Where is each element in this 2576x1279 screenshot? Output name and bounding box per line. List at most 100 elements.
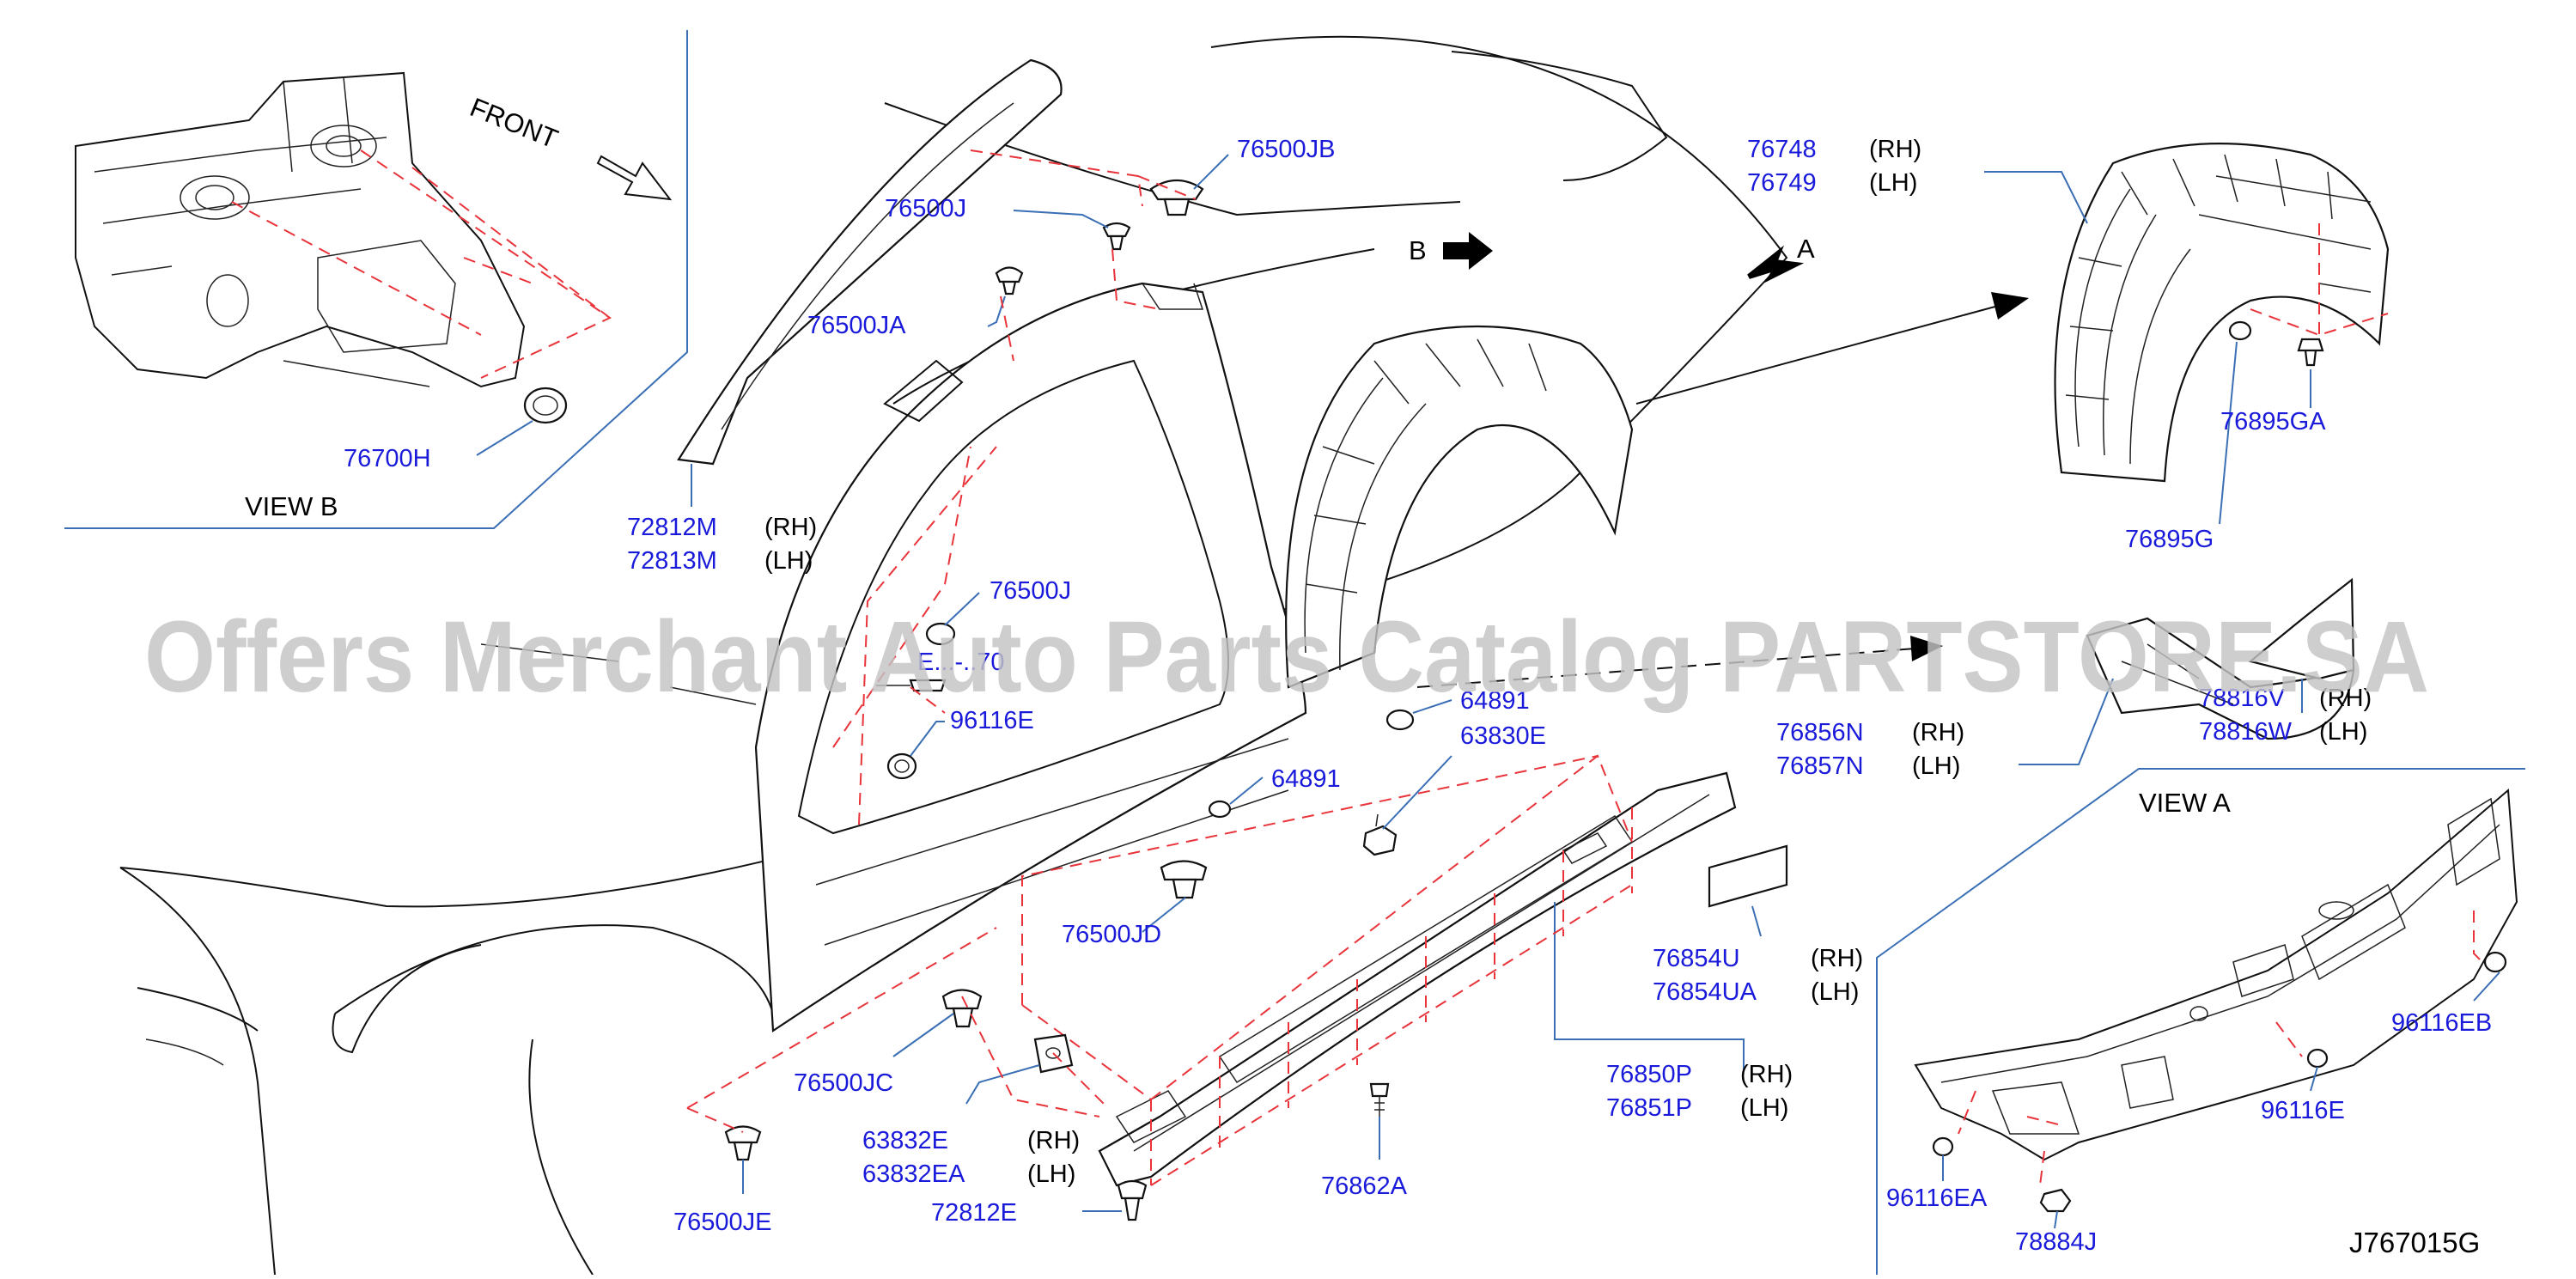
callout-96116e: 96116E <box>950 707 1034 734</box>
callout-76856n-side: (RH) <box>1912 719 1964 746</box>
view-b-label: VIEW B <box>245 491 338 521</box>
callout-96116e-view-a: 96116E <box>2261 1097 2345 1124</box>
view-a-inset: VIEW A <box>1876 768 2525 1275</box>
callout-63832ea-side: (LH) <box>1027 1160 1075 1188</box>
nut-63830e <box>1362 755 1452 856</box>
callout-63832ea: 63832EA <box>862 1160 965 1188</box>
callout-partial-e70: E...-..70 <box>917 649 1005 676</box>
front-label: FRONT <box>466 92 562 154</box>
callout-78816v: 78816V <box>2199 685 2286 712</box>
door-opening-frame <box>754 282 1307 1032</box>
callout-labels: 76700H 72812M (RH) 72813M (LH) 76500J 76… <box>344 136 2492 1258</box>
watermark: Offers Merchant Auto Parts Catalog PARTS… <box>144 600 2429 714</box>
wheel-arch-liner-detail <box>2054 143 2390 483</box>
diagram-reference: J767015G <box>2349 1227 2480 1258</box>
grommet-96116e <box>886 721 945 780</box>
callout-76500je: 76500JE <box>673 1209 772 1236</box>
clip-76895g <box>2219 320 2252 525</box>
callout-76748-side: (RH) <box>1869 136 1921 163</box>
wheel-arch-liner-main <box>1285 325 1634 689</box>
callout-76854u-side: (RH) <box>1811 945 1863 972</box>
callout-76500ja: 76500JA <box>807 312 906 339</box>
mud-guard-flap-78816v <box>2248 577 2355 680</box>
callout-78816w: 78816W <box>2199 718 2293 746</box>
view-a-rear-panel <box>1914 788 2518 1161</box>
clip-76500je <box>724 1125 762 1194</box>
callout-76500jb: 76500JB <box>1237 136 1336 163</box>
callout-76854ua: 76854UA <box>1653 978 1757 1006</box>
view-a-arrow-icon <box>1747 245 1805 283</box>
callout-76857n: 76857N <box>1776 752 1864 780</box>
callout-76500j-lower: 76500J <box>990 577 1071 605</box>
callout-63830e: 63830E <box>1460 722 1546 750</box>
callout-76854ua-side: (LH) <box>1811 978 1859 1006</box>
callout-76895g: 76895G <box>2125 526 2214 553</box>
callout-63832e-side: (RH) <box>1027 1127 1080 1154</box>
view-a-label: VIEW A <box>2139 788 2231 818</box>
callout-76500j-upper: 76500J <box>885 195 966 222</box>
callout-76857n-side: (LH) <box>1912 752 1960 780</box>
pillar-trim-72812m <box>677 58 1063 466</box>
leader-76850p <box>1554 902 1745 1069</box>
callout-76850p: 76850P <box>1606 1061 1692 1088</box>
callout-72812e: 72812E <box>931 1199 1017 1227</box>
clip-76500j-upper <box>1013 210 1131 251</box>
callout-72813m-side: (LH) <box>764 547 813 575</box>
pad-76854u <box>1708 844 1788 908</box>
callout-72812m-side: (RH) <box>764 514 817 541</box>
grommet-96116ea <box>1932 1136 1954 1181</box>
front-arrow-icon <box>596 155 673 201</box>
view-b-arrow-icon <box>1443 232 1493 270</box>
leader-76748 <box>1984 171 2088 224</box>
callout-76854u: 76854U <box>1653 945 1740 972</box>
arrow-b-label: B <box>1409 235 1427 265</box>
callout-76895ga: 76895GA <box>2220 408 2326 435</box>
arrow-a-label: A <box>1797 234 1815 264</box>
callout-76500jc: 76500JC <box>794 1069 893 1097</box>
callout-72813m: 72813M <box>627 547 717 575</box>
grommet-96116eb <box>2473 951 2507 1002</box>
screw-76895ga <box>2297 338 2324 408</box>
screw-78884j <box>2039 1188 2072 1229</box>
callout-64891-lower: 64891 <box>1271 765 1341 793</box>
plug-76700h <box>523 387 568 424</box>
mud-guard-pointer <box>1416 648 1916 688</box>
screw-e70 <box>876 679 947 692</box>
callout-76862a: 76862A <box>1321 1172 1408 1200</box>
leader-76700h <box>476 420 533 456</box>
callout-76700h: 76700H <box>344 445 431 472</box>
callout-76851p-side: (LH) <box>1740 1094 1788 1122</box>
callout-72812m: 72812M <box>627 514 717 541</box>
plug-64891-lower <box>1208 777 1264 819</box>
callout-96116ea: 96116EA <box>1886 1185 1988 1212</box>
bolt-76862a <box>1369 1082 1390 1160</box>
callout-64891-upper: 64891 <box>1460 687 1530 715</box>
mud-guard-pointer-arrowhead <box>1910 636 1943 661</box>
callout-76851p: 76851P <box>1606 1094 1692 1122</box>
clip-76500jc <box>892 989 983 1057</box>
callout-78816v-side: (RH) <box>2319 685 2372 712</box>
view-b-frame <box>64 30 688 529</box>
callout-76748: 76748 <box>1747 136 1817 163</box>
side-sill-cover <box>1098 771 1737 1187</box>
leader-76854u <box>1751 905 1762 937</box>
view-b-body-panel <box>75 71 526 388</box>
detail-pointer-line <box>1635 304 2002 405</box>
callout-63832e: 63832E <box>862 1127 948 1154</box>
retainer-63832e <box>965 1033 1074 1105</box>
callout-96116eb: 96116EB <box>2391 1009 2492 1037</box>
clip-72812e <box>1082 1179 1148 1221</box>
callout-76850p-side: (RH) <box>1740 1061 1793 1088</box>
callout-76749: 76749 <box>1747 169 1817 197</box>
leader-76856n <box>2019 678 2114 765</box>
callout-78816w-side: (LH) <box>2319 718 2367 746</box>
view-a-frame <box>1876 768 2525 1275</box>
clip-76500jd <box>1142 860 1208 933</box>
detail-pointer-arrowhead <box>1991 292 2029 320</box>
callout-76856n: 76856N <box>1776 719 1864 746</box>
callout-78884j: 78884J <box>2015 1228 2097 1256</box>
plug-64891-upper <box>1385 699 1452 731</box>
clip-76500jb <box>1149 154 1229 216</box>
